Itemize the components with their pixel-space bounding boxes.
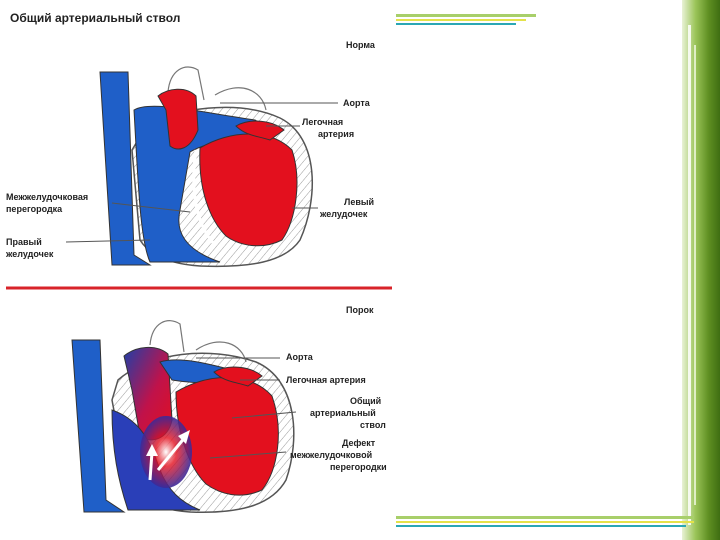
figure-title: Общий артериальный ствол xyxy=(10,11,180,25)
label-common-trunk: ствол xyxy=(360,420,386,430)
slide-decoration-stripe xyxy=(688,25,691,525)
normal-heading: Норма xyxy=(346,40,376,50)
label-vsd: межжелудочковой xyxy=(290,450,372,460)
bottom-accent-line xyxy=(396,525,686,527)
label-left-ventricle: желудочек xyxy=(319,209,368,219)
bottom-accent-line xyxy=(396,516,694,519)
label-septum: Межжелудочковая xyxy=(6,192,88,202)
defect-heart-illustration xyxy=(71,320,295,514)
defect-heading: Порок xyxy=(346,305,374,315)
label-right-ventricle: желудочек xyxy=(5,249,54,259)
label-defect-pulmonary-artery: Легочная артерия xyxy=(286,375,366,385)
label-common-trunk: Общий xyxy=(350,396,381,406)
normal-leader-lines xyxy=(65,102,338,243)
label-left-ventricle: Левый xyxy=(344,197,374,207)
heart-diagram-figure: Общий артериальный ствол Норма Аорта Лег… xyxy=(5,11,392,514)
slide-decoration-stripe xyxy=(694,45,696,505)
heart-diagram-svg: Общий артериальный ствол Норма Аорта Лег… xyxy=(5,11,392,514)
label-septum: перегородка xyxy=(6,204,63,214)
bottom-accent-line xyxy=(396,521,694,523)
label-vsd: перегородки xyxy=(330,462,387,472)
top-accent-line xyxy=(396,19,526,21)
top-accent-line xyxy=(396,23,516,25)
normal-heart-illustration xyxy=(99,66,313,268)
top-accent-line xyxy=(396,14,536,17)
label-vsd: Дефект xyxy=(342,438,376,448)
label-common-trunk: артериальный xyxy=(310,408,376,418)
label-defect-aorta: Аорта xyxy=(286,352,314,362)
label-right-ventricle: Правый xyxy=(6,237,42,247)
defect-leader-lines xyxy=(196,357,297,459)
label-aorta: Аорта xyxy=(343,98,371,108)
label-pulmonary-artery: Легочная xyxy=(302,117,343,127)
label-pulmonary-artery: артерия xyxy=(318,129,354,139)
